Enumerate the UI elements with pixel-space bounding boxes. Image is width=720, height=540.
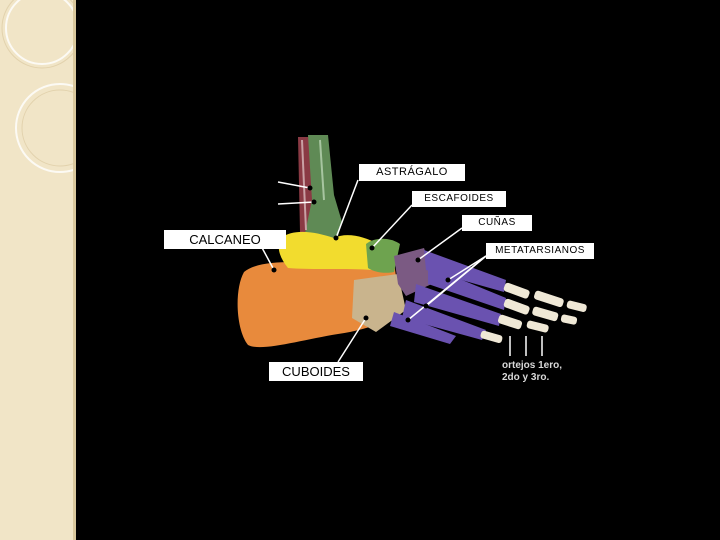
slide-content: ASTRÁGALO ESCAFOIDES CUÑAS CALCANEO META… [76, 0, 720, 540]
leader-lines [259, 179, 543, 363]
label-cuboides: CUBOIDES [269, 362, 363, 381]
foot-diagram [237, 135, 587, 363]
toes-note-line2: 2do y 3ro. [502, 372, 550, 383]
label-cunas: CUÑAS [462, 215, 532, 231]
decorative-sidebar [0, 0, 76, 540]
escafoides-bone [366, 238, 400, 273]
label-metatarsianos: METATARSIANOS [486, 243, 594, 259]
astragalo-bone [278, 231, 378, 270]
toes-note-line1: ortejos 1ero, [502, 360, 563, 371]
decorative-circles [1, 0, 73, 173]
label-calcaneo: CALCANEO [164, 230, 286, 249]
toes-note: ortejos 1ero, 2do y 3ro. [502, 360, 562, 384]
leader-dots [271, 185, 451, 323]
phalanges-bones [480, 282, 587, 344]
label-escafoides: ESCAFOIDES [412, 191, 506, 207]
label-astragalo: ASTRÁGALO [359, 164, 465, 181]
